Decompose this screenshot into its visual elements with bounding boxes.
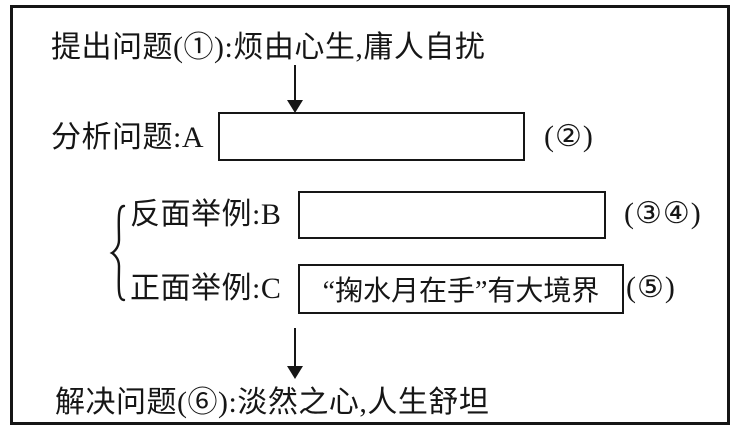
step1-raise-question-text: 提出问题(①):烦由心生,庸人自扰 bbox=[51, 31, 486, 64]
down-arrow-icon bbox=[286, 65, 303, 113]
curly-brace-icon bbox=[109, 204, 126, 302]
analyze-label: 分析问题:A bbox=[51, 121, 204, 154]
negative-example-label: 反面举例:B bbox=[130, 198, 282, 231]
answer-box-c-filled: “掬水月在手”有大境界 bbox=[298, 264, 624, 314]
answer-blank-b bbox=[298, 191, 606, 239]
down-arrow-icon bbox=[286, 328, 303, 379]
positive-example-label: 正面举例:C bbox=[130, 272, 282, 305]
analyze-ref-number: (②) bbox=[544, 120, 594, 153]
arrow-shaft bbox=[293, 328, 296, 368]
negative-example-ref-number: (③④) bbox=[624, 197, 702, 230]
arrow-head bbox=[286, 366, 303, 379]
arrow-head bbox=[286, 100, 303, 113]
arrow-shaft bbox=[293, 65, 296, 102]
answer-blank-a bbox=[218, 112, 525, 161]
outer-frame: 提出问题(①):烦由心生,庸人自扰 分析问题:A (②) 反面举例:B (③④)… bbox=[10, 5, 730, 425]
positive-example-ref-number: (⑤) bbox=[626, 271, 676, 304]
step4-solve-problem-text: 解决问题(⑥):淡然之心,人生舒坦 bbox=[55, 386, 490, 419]
